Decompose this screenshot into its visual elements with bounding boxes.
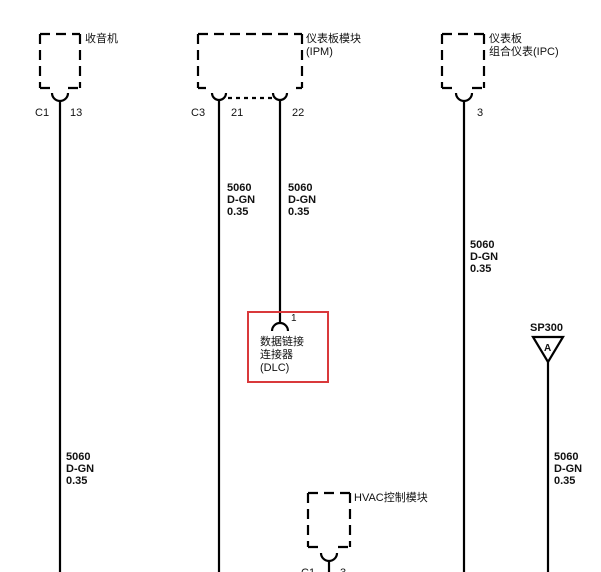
hvac-module: HVAC控制模块 C1 3 <box>301 490 428 572</box>
splice-sp300: SP300 A <box>530 322 565 365</box>
ipm-connector-22-symbol <box>271 92 289 102</box>
ipm-module-abbr: (IPM) <box>306 46 333 58</box>
wire-label-radio-13: 5060 D-GN 0.35 <box>66 451 94 487</box>
ipc-connector-symbol <box>454 92 474 103</box>
wire-circuit: 5060 <box>227 182 251 194</box>
ipm-module-outline <box>196 32 304 90</box>
dlc-connector[interactable]: 1 数据链接 连接器 (DLC) <box>247 311 329 383</box>
radio-connector-id: C1 <box>35 107 49 119</box>
wire-color: D-GN <box>227 194 255 206</box>
hvac-pin-number: 3 <box>340 567 346 572</box>
radio-module-outline <box>38 32 82 90</box>
dlc-label-line2: 连接器 <box>260 348 293 361</box>
radio-module-label: 收音机 <box>85 31 118 45</box>
radio-module: 收音机 C1 13 <box>35 31 118 119</box>
wire-size: 0.35 <box>554 475 575 487</box>
wire-size: 0.35 <box>470 263 491 275</box>
ipc-module: 仪表板 组合仪表(IPC) 3 <box>440 31 559 119</box>
hvac-connector-id: C1 <box>301 567 315 572</box>
wire-label-ipc-3: 5060 D-GN 0.35 <box>470 239 498 275</box>
wire-label-ipm-22: 5060 D-GN 0.35 <box>288 182 316 218</box>
hvac-module-label: HVAC控制模块 <box>354 490 428 504</box>
ipc-pin-number: 3 <box>477 107 483 119</box>
dlc-highlight-box <box>247 311 329 383</box>
wire-size: 0.35 <box>288 206 309 218</box>
splice-triangle-icon <box>531 335 565 365</box>
dlc-label-line3: (DLC) <box>260 362 289 374</box>
ipc-module-outline <box>440 32 486 90</box>
ipm-connector-id: C3 <box>191 107 205 119</box>
splice-letter: A <box>544 343 551 354</box>
ipc-module-label-1: 仪表板 <box>489 31 522 45</box>
radio-pin-number: 13 <box>70 107 82 119</box>
splice-label: SP300 <box>530 322 563 334</box>
wire-color: D-GN <box>470 251 498 263</box>
wire-circuit: 5060 <box>66 451 90 463</box>
wire-label-ipm-21: 5060 D-GN 0.35 <box>227 182 255 218</box>
wire-size: 0.35 <box>227 206 248 218</box>
wire-color: D-GN <box>554 463 582 475</box>
wire-size: 0.35 <box>66 475 87 487</box>
dlc-pin-number: 1 <box>291 313 297 324</box>
ipm-connector-21-symbol <box>210 92 228 102</box>
wire-color: D-GN <box>66 463 94 475</box>
wire-label-splice-down: 5060 D-GN 0.35 <box>554 451 582 487</box>
dlc-connector-symbol <box>270 321 290 332</box>
ipm-module-label: 仪表板模块 <box>306 31 361 45</box>
wire-color: D-GN <box>288 194 316 206</box>
ipm-pin-21: 21 <box>231 107 243 119</box>
hvac-module-outline <box>306 491 352 549</box>
wire-circuit: 5060 <box>470 239 494 251</box>
ipm-module: 仪表板模块 (IPM) C3 21 22 <box>191 31 361 119</box>
hvac-connector-symbol <box>319 552 339 563</box>
dlc-label-line1: 数据链接 <box>260 334 304 348</box>
wire-circuit: 5060 <box>554 451 578 463</box>
wire-circuit: 5060 <box>288 182 312 194</box>
ipm-pin-22: 22 <box>292 107 304 119</box>
radio-connector-symbol <box>50 92 70 103</box>
ipc-module-label-2: 组合仪表(IPC) <box>489 44 559 58</box>
